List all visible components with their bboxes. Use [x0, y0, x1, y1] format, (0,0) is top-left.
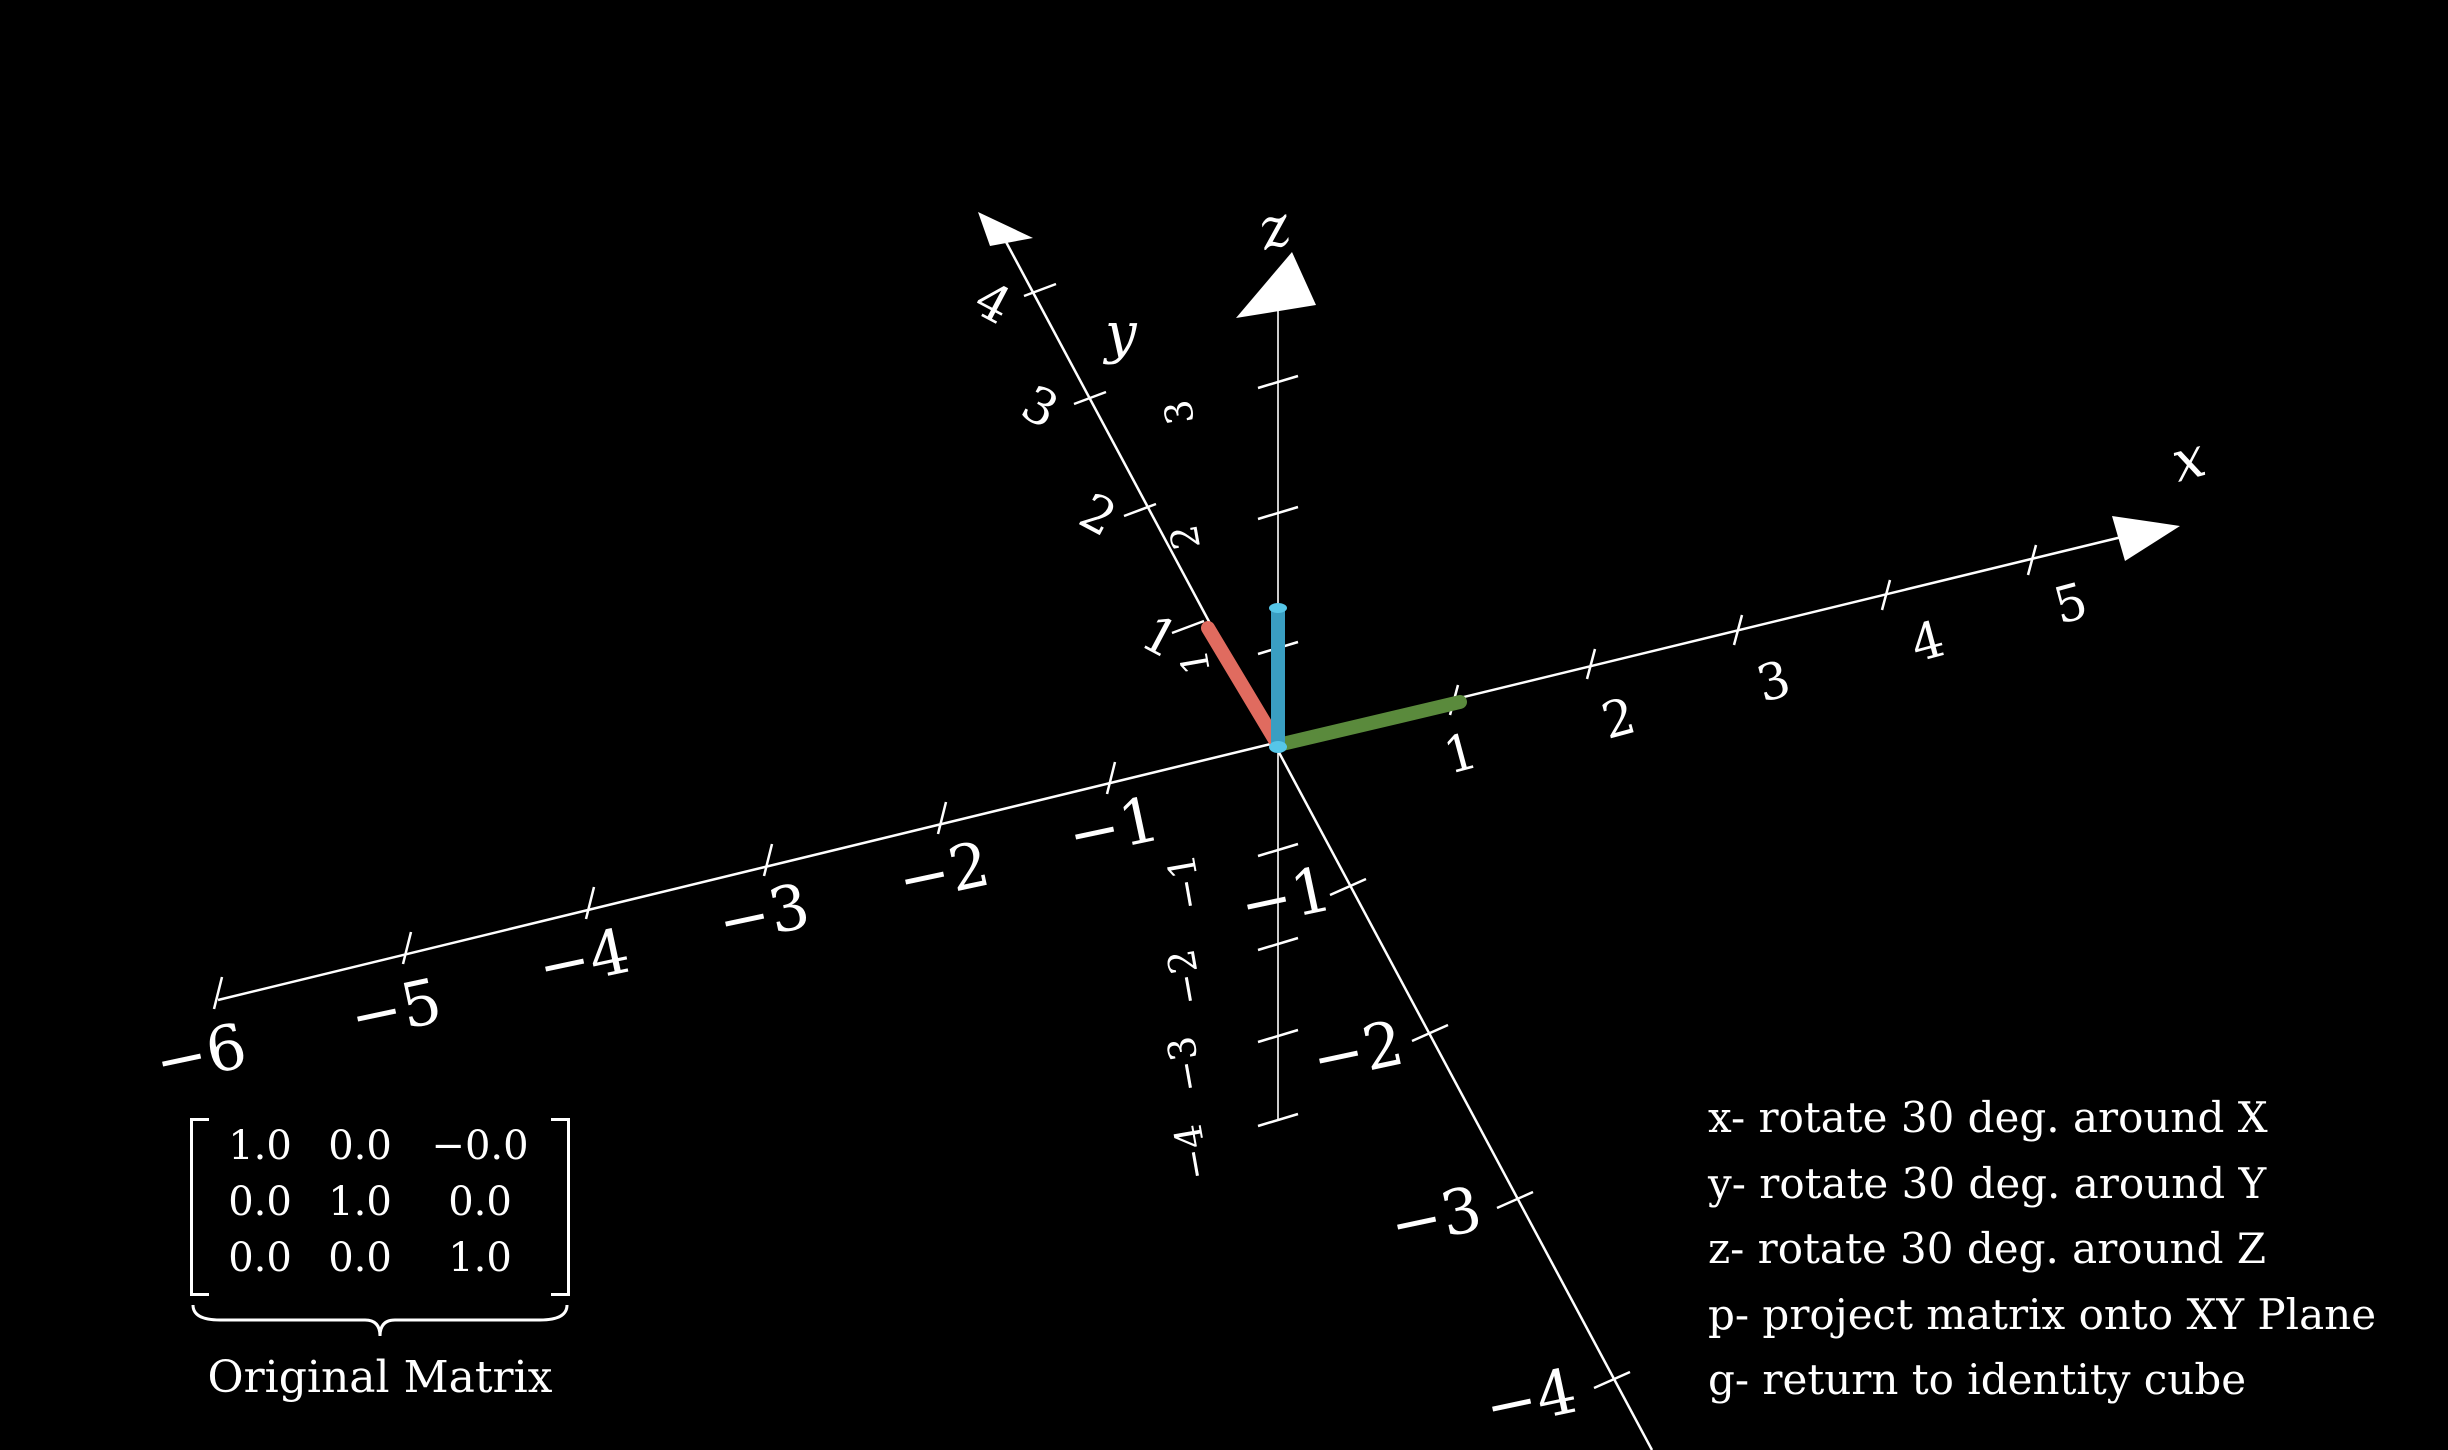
- tick-label: −1: [1159, 851, 1212, 914]
- tick-label: 3: [1155, 397, 1203, 428]
- tick-label: −3: [1159, 1033, 1212, 1096]
- tick-mark: [212, 976, 224, 1010]
- tick-mark: [1105, 761, 1117, 795]
- tick-label: 1: [1438, 721, 1484, 785]
- tick-mark: [1123, 502, 1157, 518]
- x-basis-vector: [1271, 695, 1467, 752]
- tick-label: −4: [531, 914, 636, 1004]
- tick-mark: [1411, 1023, 1449, 1043]
- tick-label: 2: [1070, 482, 1125, 548]
- tick-mark: [1257, 1112, 1299, 1128]
- tick-label: 4: [1905, 609, 1951, 673]
- matrix-grid: 1.0 0.0 −0.0 0.0 1.0 0.0 0.0 0.0 1.0: [210, 1118, 550, 1290]
- tick-label: 1: [1171, 647, 1219, 678]
- tick-mark: [1593, 1370, 1631, 1390]
- tick-label: −4: [1166, 1121, 1219, 1184]
- tick-label: −6: [148, 1009, 253, 1099]
- matrix-caption: Original Matrix: [207, 1352, 553, 1403]
- tick-label: −2: [1159, 946, 1212, 1009]
- tick-mark: [1257, 842, 1299, 858]
- tick-mark: [1585, 648, 1597, 680]
- tick-mark: [1257, 1028, 1299, 1044]
- tick-mark: [1171, 619, 1205, 635]
- y-axis-name: y: [1102, 301, 1138, 366]
- x-axis-name: x: [2165, 425, 2212, 496]
- axis-ticks: [212, 282, 2038, 1390]
- matrix-cell: 1.0: [328, 1179, 392, 1225]
- tick-label: 4: [965, 270, 1020, 336]
- matrix-cell: 0.0: [448, 1179, 512, 1225]
- tick-mark: [1732, 614, 1744, 646]
- matrix-left-bracket: [190, 1118, 209, 1296]
- matrix-underbrace: [191, 1304, 569, 1337]
- y-basis-vector: [1201, 621, 1285, 752]
- tick-mark: [1257, 936, 1299, 952]
- tick-label: −2: [1305, 1006, 1410, 1096]
- control-project-xy: p- project matrix onto XY Plane: [1708, 1289, 2377, 1339]
- tick-mark: [936, 801, 948, 835]
- tick-mark: [1023, 282, 1057, 298]
- tick-mark: [1073, 390, 1107, 406]
- tick-mark: [762, 843, 774, 877]
- matrix-cell: 0.0: [328, 1123, 392, 1169]
- tick-mark: [1257, 505, 1299, 521]
- tick-mark: [401, 931, 413, 965]
- z-vector-cap: [1269, 603, 1287, 613]
- matrix-cell: 0.0: [228, 1235, 292, 1281]
- control-reset-identity: g- return to identity cube: [1708, 1355, 2247, 1404]
- tick-label: −2: [891, 827, 996, 917]
- matrix-right-bracket: [551, 1118, 570, 1296]
- tick-mark: [2026, 544, 2038, 576]
- matrix-display: 1.0 0.0 −0.0 0.0 1.0 0.0 0.0 0.0 1.0 Ori…: [190, 1118, 570, 1403]
- tick-label: −3: [1383, 1172, 1488, 1262]
- control-rotate-y: y- rotate 30 deg. around Y: [1708, 1158, 2267, 1208]
- y-axis-arrowhead: [978, 212, 1033, 246]
- x-axis-line: [217, 533, 2131, 1002]
- z-axis-name: z: [1251, 193, 1298, 264]
- tick-label: −5: [343, 964, 448, 1054]
- origin-dot: [1269, 741, 1287, 753]
- tick-label: 2: [1596, 686, 1642, 750]
- tick-label: −1: [1233, 852, 1338, 942]
- matrix-cell: −0.0: [431, 1123, 529, 1169]
- tick-mark: [1329, 877, 1367, 897]
- tick-label: 5: [2048, 571, 2094, 635]
- tick-mark: [1880, 579, 1892, 611]
- y-axis-line: [1003, 239, 1654, 1450]
- tick-label: −1: [1061, 782, 1166, 872]
- tick-label: −4: [1478, 1354, 1583, 1444]
- control-rotate-z: z- rotate 30 deg. around Z: [1708, 1224, 2267, 1273]
- matrix-cell: 1.0: [228, 1123, 292, 1169]
- tick-mark: [1496, 1190, 1534, 1210]
- tick-mark: [584, 886, 596, 920]
- matrix-cell: 1.0: [448, 1235, 512, 1281]
- control-rotate-x: x- rotate 30 deg. around X: [1708, 1093, 2268, 1142]
- tick-label: 3: [1012, 374, 1067, 440]
- z-axis-arrowhead: [1236, 252, 1316, 318]
- tick-label: 2: [1161, 522, 1209, 553]
- keyboard-controls-legend: x- rotate 30 deg. around X y- rotate 30 …: [1708, 1085, 2376, 1413]
- tick-label: 3: [1751, 649, 1797, 713]
- matrix-cell: 0.0: [328, 1235, 392, 1281]
- x-axis-arrowhead: [2112, 516, 2180, 561]
- tick-mark: [1257, 374, 1299, 390]
- matrix-cell: 0.0: [228, 1179, 292, 1225]
- tick-label: −3: [711, 869, 816, 959]
